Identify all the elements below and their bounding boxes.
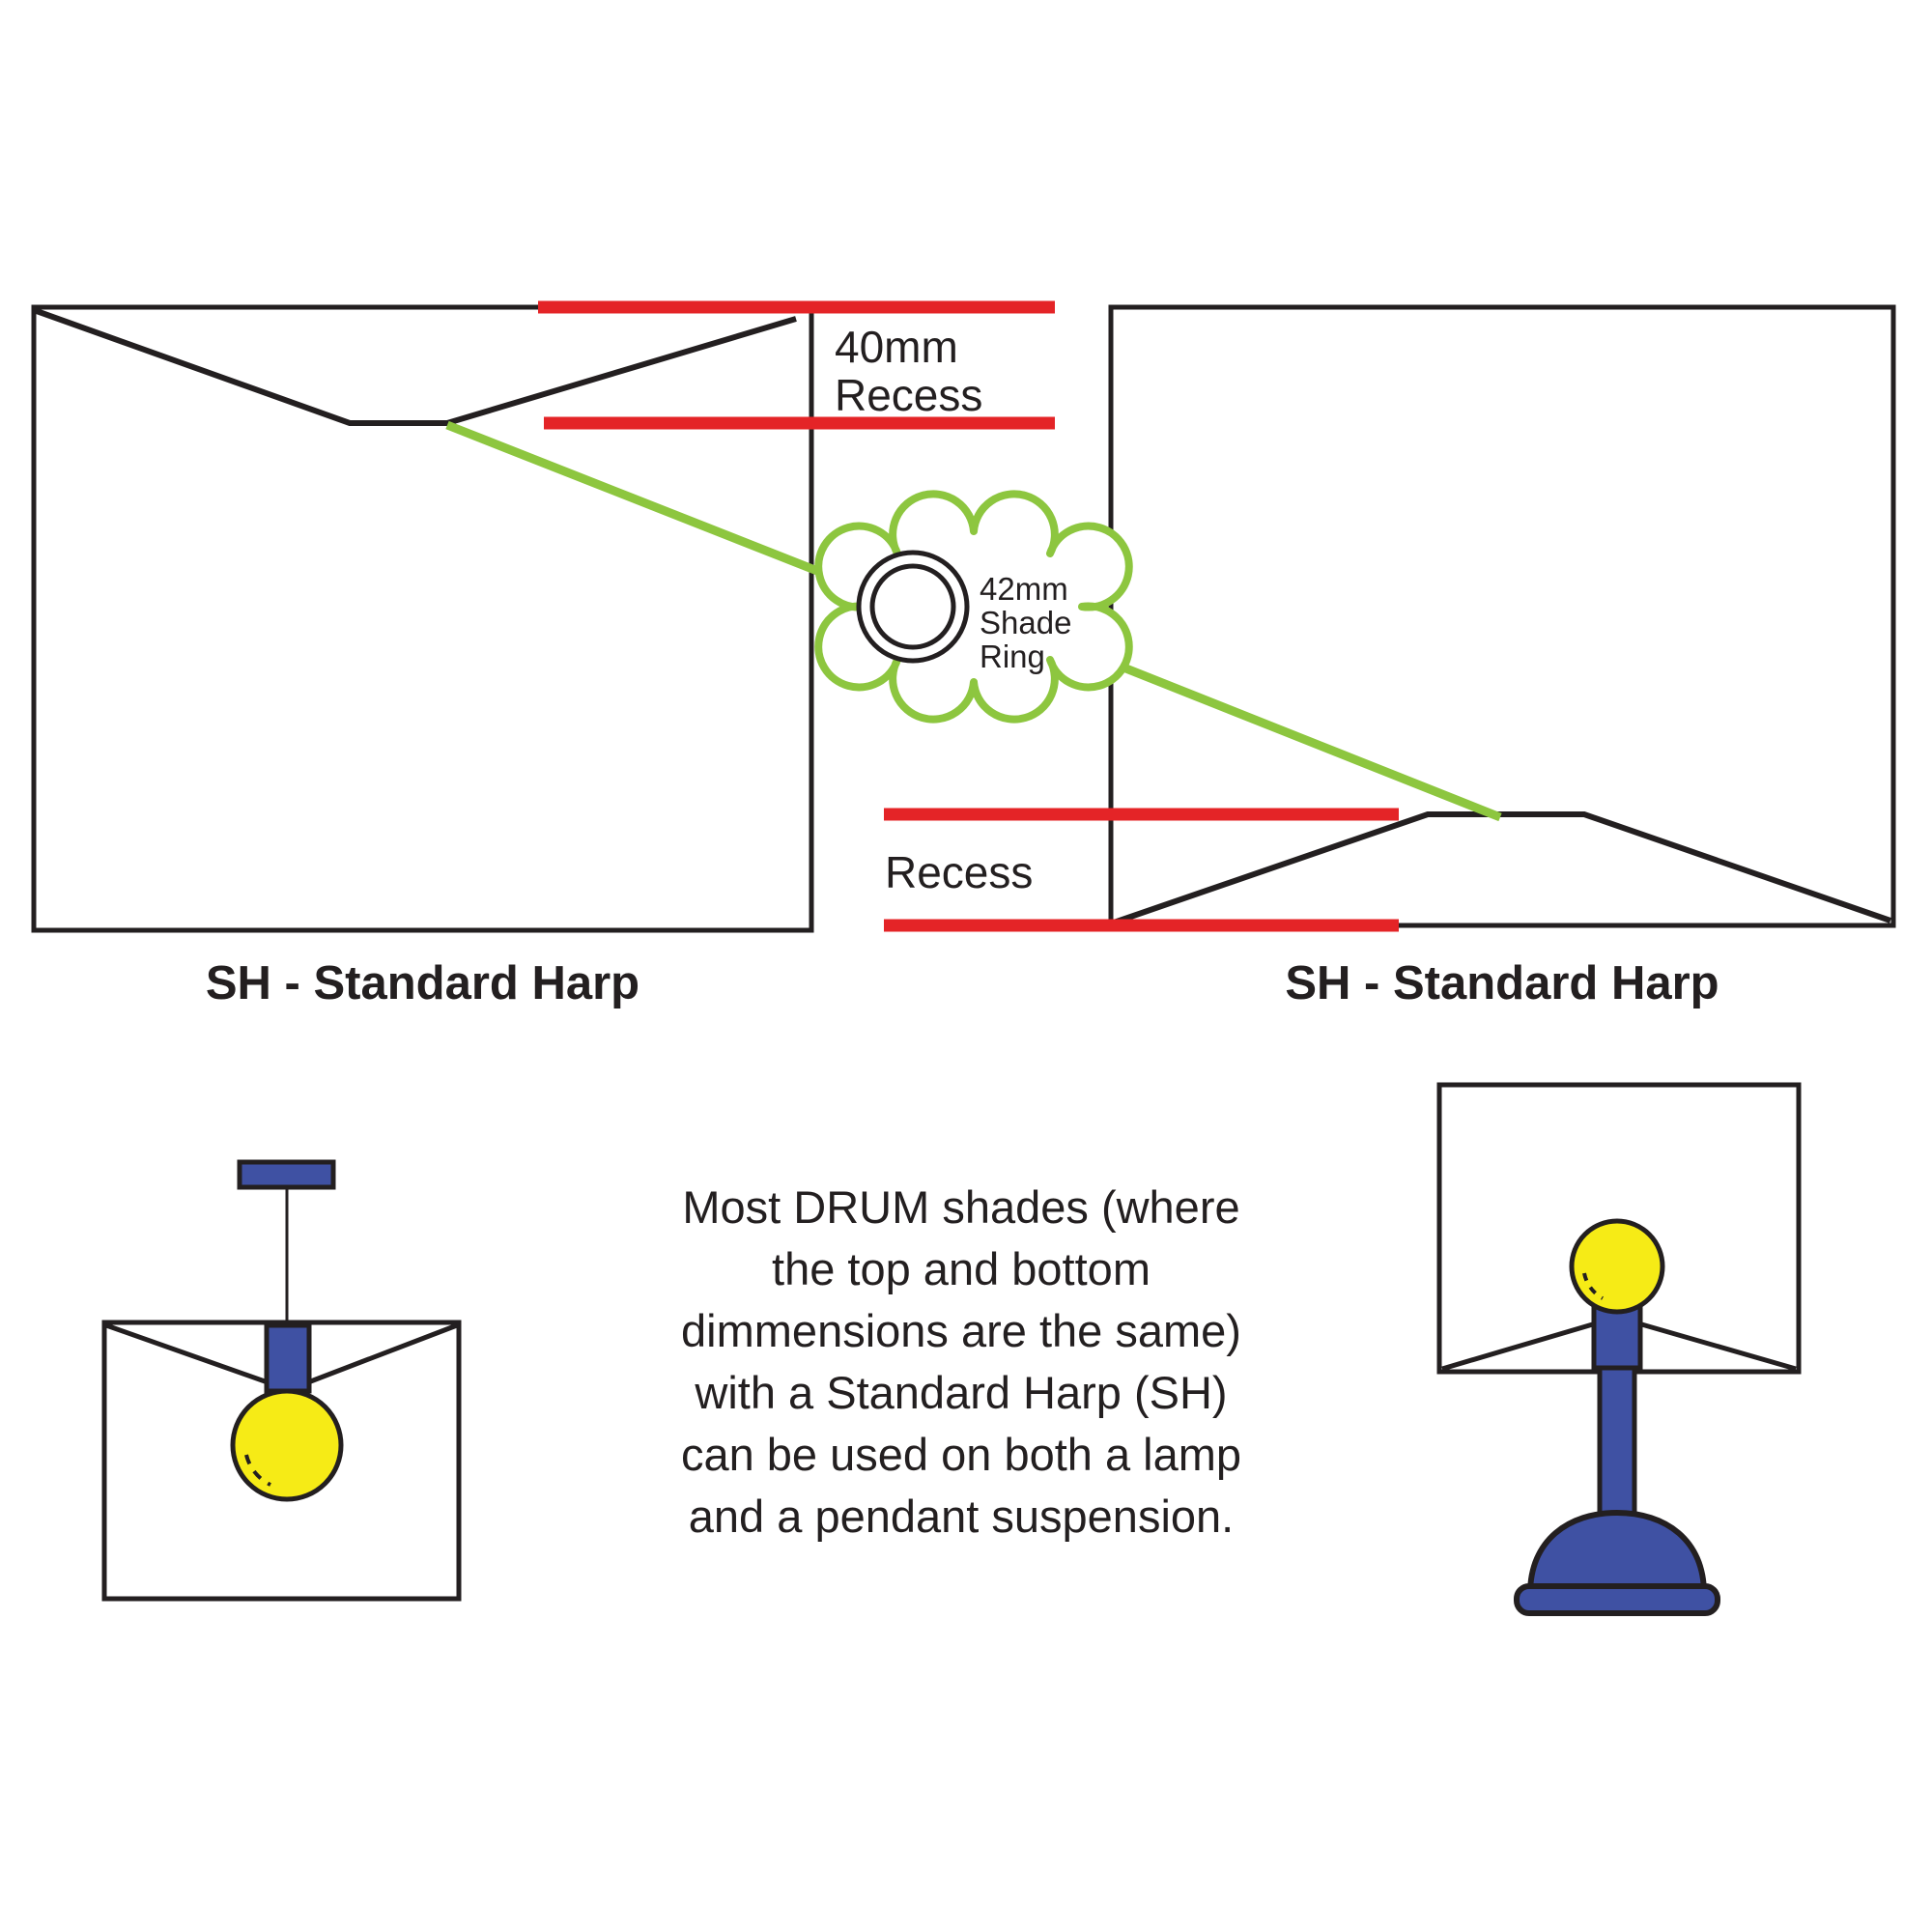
pendant-bulb-highlight xyxy=(244,1454,271,1487)
shade-ring-label-line3: Ring xyxy=(980,639,1045,674)
shade-ring-label: 42mm Shade Ring xyxy=(980,572,1071,673)
note-text: Most DRUM shades (where the top and bott… xyxy=(609,1177,1314,1548)
tablelamp-bulb xyxy=(1569,1218,1665,1315)
pendant-shade-outline xyxy=(101,1320,462,1602)
right-shade-outline xyxy=(1108,304,1896,928)
right-harp-fitting xyxy=(1113,811,1891,925)
left-shade-diagram xyxy=(31,304,814,933)
tablelamp-harp-left xyxy=(1441,1321,1597,1372)
note-line: can be used on both a lamp xyxy=(680,1429,1242,1480)
recess-label: Recess xyxy=(885,847,1034,897)
note-line: dimmensions are the same) xyxy=(681,1305,1241,1356)
note-line: and a pendant suspension. xyxy=(688,1491,1235,1542)
shade-ring-label-line1: 42mm xyxy=(980,571,1068,607)
recess-40mm-label: 40mm Recess xyxy=(835,323,982,419)
pendant-harp-left xyxy=(105,1322,269,1385)
right-shade-diagram xyxy=(1108,304,1896,928)
pendant-harp-right xyxy=(307,1322,458,1385)
recess-40mm-line2: Recess xyxy=(835,370,983,420)
shade-ring-label-line2: Shade xyxy=(980,605,1072,640)
pendant-lamp-illustration xyxy=(101,1159,462,1602)
tablelamp-base-dome xyxy=(1526,1509,1708,1597)
tablelamp-socket xyxy=(1591,1301,1643,1371)
recess-40mm-line1: 40mm xyxy=(835,322,958,372)
note-line: Most DRUM shades (where xyxy=(682,1181,1240,1233)
left-shade-outline xyxy=(31,304,814,933)
tablelamp-harp-right xyxy=(1637,1321,1797,1372)
right-diagram-caption: SH - Standard Harp xyxy=(1285,957,1719,1009)
note-line: with a Standard Harp (SH) xyxy=(695,1367,1228,1418)
pendant-bulb xyxy=(230,1388,344,1502)
tablelamp-base-slab xyxy=(1514,1583,1720,1616)
left-harp-fitting xyxy=(32,307,797,426)
table-lamp-illustration xyxy=(1436,1082,1802,1616)
ceiling-mount xyxy=(237,1159,336,1190)
shade-ring-outer-circle xyxy=(856,550,970,664)
shade-ring-inner-circle xyxy=(869,563,956,650)
tablelamp-stem xyxy=(1597,1361,1637,1531)
pendant-socket xyxy=(264,1322,312,1394)
left-diagram-caption: SH - Standard Harp xyxy=(205,957,640,1009)
tablelamp-bulb-highlight xyxy=(1582,1272,1605,1300)
note-line: the top and bottom xyxy=(772,1243,1151,1294)
